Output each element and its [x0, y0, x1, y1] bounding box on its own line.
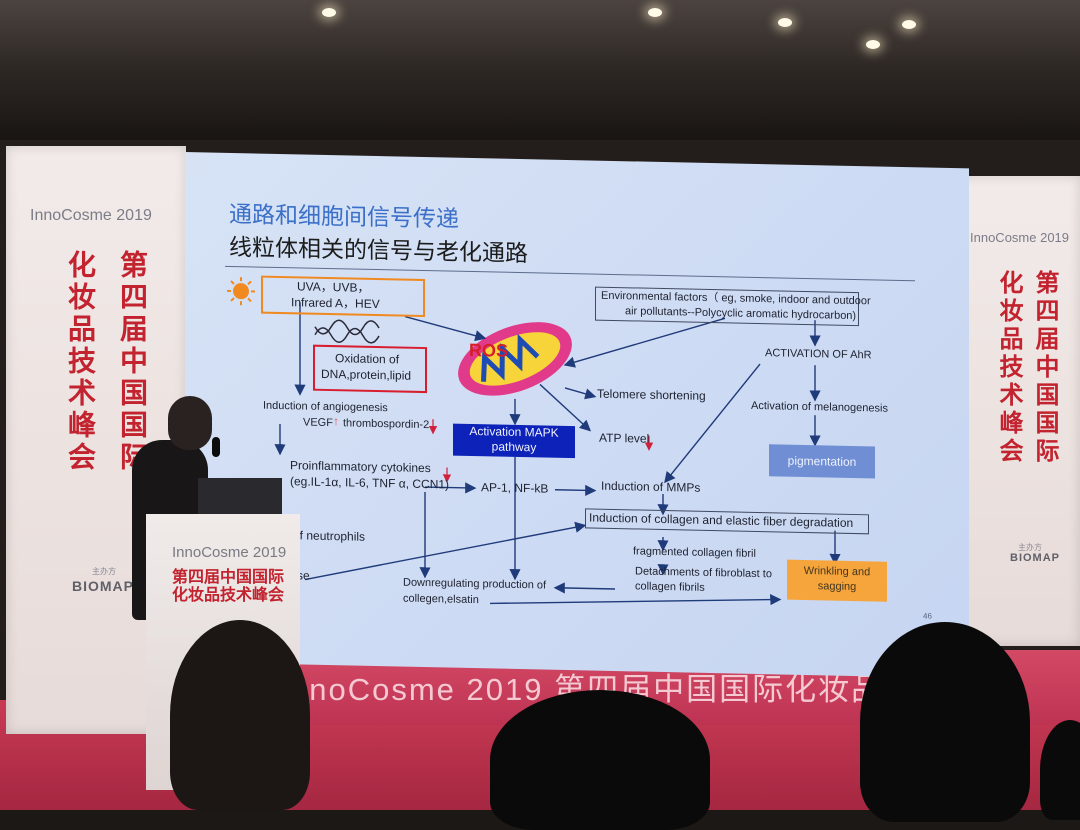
pigmentation-box: pigmentation [769, 444, 875, 478]
ceiling-light [866, 40, 880, 49]
audience-head [490, 690, 710, 830]
ap1-nfkb: AP-1, NF-kB [481, 480, 548, 496]
atp-level: ATP level [599, 431, 649, 446]
vegf: VEGF [303, 416, 333, 430]
uv-line1: UVA，UVB， [297, 279, 369, 295]
mapk-pathway-box: Activation MAPK pathway [453, 424, 575, 459]
ros-label: ROS [469, 340, 508, 362]
audience-head [860, 622, 1030, 822]
telomere-shortening: Telomere shortening [597, 387, 706, 404]
thrombospordin: thrombospordin-2 [343, 417, 429, 432]
projected-slide: 通路和细胞间信号传递 线粒体相关的信号与老化通路 [185, 152, 969, 678]
microphone-icon [212, 437, 220, 457]
induction-mmps: Induction of MMPs [601, 479, 700, 495]
speaker-head [168, 396, 212, 450]
left-banner-host: 主办方 [92, 566, 116, 577]
neutrophils-fragment: of neutrophils [293, 528, 365, 544]
up-arrow-icon: ↑ [333, 414, 339, 428]
angiogenesis: Induction of angiogenesis [263, 400, 388, 416]
detachment-line2: collagen fibrils [635, 580, 705, 595]
detachment-line1: Detachments of fibroblast to [635, 565, 772, 581]
left-banner-brand: InnoCosme 2019 [30, 207, 152, 225]
right-banner-sponsor: BIOMAP [1010, 552, 1060, 564]
sun-icon [227, 277, 255, 306]
right-banner-vertical-col2: 第四届中国国际 [1028, 270, 1063, 466]
uv-line2: Infrared A，HEV [291, 295, 380, 311]
podium-text-line2: 化妆品技术峰会 [172, 581, 284, 605]
activation-ahr: ACTIVATION OF AhR [765, 347, 872, 362]
laptop [198, 478, 282, 514]
cytokines-line1: Proinflammatory cytokines [290, 458, 431, 475]
downregulating-line2: collegen,elsatin [403, 593, 479, 608]
ceiling-light [778, 18, 792, 27]
podium-brand: InnoCosme 2019 [172, 544, 286, 561]
ceiling [0, 0, 1080, 150]
slide-page-number: 46 [923, 611, 932, 621]
oxidation-line1: Oxidation of [335, 351, 399, 367]
mitochondria-icon [447, 305, 582, 412]
ceiling-light [322, 8, 336, 17]
oxidation-line2: DNA,protein,lipid [321, 367, 411, 383]
fragmented-collagen: fragmented collagen fibril [633, 545, 756, 561]
ceiling-light [648, 8, 662, 17]
ceiling-light [902, 20, 916, 29]
right-banner-brand: InnoCosme 2019 [970, 230, 1069, 245]
left-banner-sponsor: BIOMAP [72, 578, 134, 594]
dna-icon [315, 320, 379, 343]
wrinkling-sagging-box: Wrinkling and sagging [787, 560, 887, 602]
left-banner-vertical-col1: 化妆品技术峰会 [60, 250, 100, 474]
audience-head [170, 620, 310, 810]
left-banner-vertical-col2: 第四届中国国际 [112, 250, 152, 474]
right-banner-vertical-col1: 化妆品技术峰会 [992, 270, 1027, 466]
